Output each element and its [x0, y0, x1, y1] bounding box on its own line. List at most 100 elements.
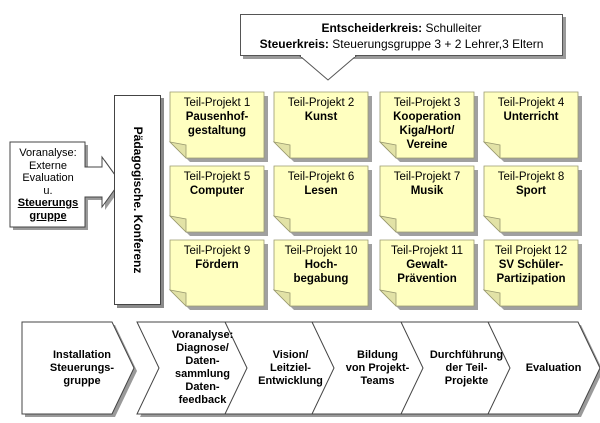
voranalyse-line: Externe [29, 159, 67, 172]
project-name: Computer [189, 185, 245, 197]
paedagogische-konferenz-banner: Pädagogische. Konferenz [114, 95, 161, 305]
project-note-8: Teil-Projekt 8 Sport [482, 165, 582, 236]
project-name: Prävention [397, 273, 457, 285]
process-step-line: Entwicklung [258, 374, 323, 387]
project-name: Kooperation [393, 111, 461, 123]
process-step-1 [21, 321, 135, 415]
voranalyse-line: gruppe [29, 209, 67, 222]
project-title: Teil-Projekt 1 [183, 97, 251, 109]
callout-box: Entscheiderkreis: Schulleiter Steuerkrei… [240, 14, 563, 56]
process-step-line: Bildung [357, 348, 398, 361]
banner-label: Pädagogische. Konferenz [130, 126, 145, 274]
note-text: Teil-Projekt 11 Gewalt- Prävention [380, 244, 474, 286]
note-shape [272, 165, 372, 236]
process-step-line: Steuerungs- [49, 361, 115, 374]
project-title: Teil-Projekt 10 [284, 245, 358, 257]
note-shape [168, 91, 268, 162]
project-note-11: Teil-Projekt 11 Gewalt- Prävention [378, 239, 478, 310]
process-step-line: sammlung [174, 368, 230, 380]
project-name: Kunst [304, 111, 338, 123]
project-name: Gewalt- [406, 259, 448, 271]
process-step-line: Leitziel- [270, 361, 311, 374]
process-chevrons [21, 321, 600, 417]
note-shape [272, 91, 372, 162]
voranalyse-line: Steuerungs [17, 197, 79, 209]
note-shape [168, 165, 268, 236]
project-note-4: Teil-Projekt 4 Unterricht [482, 91, 582, 162]
process-step-6 [487, 321, 600, 415]
process-step-label: Vision/Leitziel-Entwicklung [243, 349, 339, 388]
project-name: Sport [515, 185, 547, 197]
note-shape [168, 239, 268, 310]
project-name: SV Schüler- [498, 259, 564, 271]
process-step-line: von Projekt- [345, 361, 410, 374]
project-name: begabung [293, 273, 349, 285]
process-step-label: Evaluation [506, 362, 600, 375]
process-step-line: Teams [360, 374, 395, 387]
project-note-7: Teil-Projekt 7 Musik [378, 165, 478, 236]
steuerkreis-value: Steuerungsgruppe 3 + 2 Lehrer,3 Eltern [332, 37, 544, 51]
project-title: Teil-Projekt 11 [390, 245, 463, 257]
note-shape [482, 91, 582, 162]
note-shape [378, 165, 478, 236]
voranalyse-arrow [9, 141, 123, 230]
note-text: Teil-Projekt 10 Hoch-begabung [274, 244, 368, 286]
note-text: Teil-Projekt 6 Lesen [274, 170, 368, 198]
project-title: Teil Projekt 12 [494, 245, 568, 257]
project-note-6: Teil-Projekt 6 Lesen [272, 165, 372, 236]
process-step-line: gruppe [63, 374, 101, 387]
note-shape [272, 239, 372, 310]
callout-pointer [298, 55, 358, 81]
note-text: Teil-Projekt 5 Computer [170, 170, 264, 198]
voranalyse-text: Voranalyse: Externe Evaluation u. Steuer… [12, 147, 84, 222]
project-note-5: Teil-Projekt 5 Computer [168, 165, 268, 236]
voranalyse-line: Evaluation [22, 172, 74, 184]
steuerkreis-label: Steuerkreis: [259, 37, 329, 51]
project-name: Lesen [304, 185, 338, 197]
project-note-10: Teil-Projekt 10 Hoch-begabung [272, 239, 372, 310]
note-shape [378, 91, 478, 162]
project-title: Teil-Projekt 8 [497, 171, 565, 183]
entscheiderkreis-value: Schulleiter [425, 21, 482, 35]
project-name: gestaltung [187, 125, 247, 137]
process-step-line: Vision/ [272, 348, 309, 361]
process-step-line: Installation [52, 348, 112, 361]
voranalyse-line: Voranalyse: [19, 147, 77, 159]
note-text: Teil-Projekt 7 Musik [380, 170, 474, 198]
process-step-line: Evaluation [525, 361, 582, 374]
project-title: Teil-Projekt 3 [393, 97, 461, 109]
note-text: Teil Projekt 12 SV Schüler- Partizipation [484, 244, 578, 286]
project-name: Unterricht [503, 111, 559, 123]
project-name: Partizipation [496, 273, 566, 285]
process-step-line: der Teil- [445, 361, 488, 374]
project-title: Teil-Projekt 7 [393, 171, 461, 183]
process-step-line: feedback [178, 394, 227, 406]
process-step-line: Daten- [185, 381, 220, 393]
project-name: Musik [410, 185, 444, 197]
project-title: Teil-Projekt 4 [497, 97, 565, 109]
note-text: Teil-Projekt 8 Sport [484, 170, 578, 198]
project-title: Teil-Projekt 6 [287, 171, 355, 183]
process-step-line: Diagnose/ [176, 342, 229, 354]
project-name: Hoch- [304, 259, 338, 271]
project-name: Kiga/Hort/ [399, 125, 455, 137]
note-shape [482, 165, 582, 236]
note-text: Teil-Projekt 4 Unterricht [484, 96, 578, 124]
process-step-line: Durchführung [429, 348, 504, 361]
process-step-line: Daten- [185, 355, 220, 367]
project-title: Teil-Projekt 5 [183, 171, 251, 183]
process-step-line: Projekte [444, 374, 489, 387]
project-name: Vereine [406, 139, 448, 151]
